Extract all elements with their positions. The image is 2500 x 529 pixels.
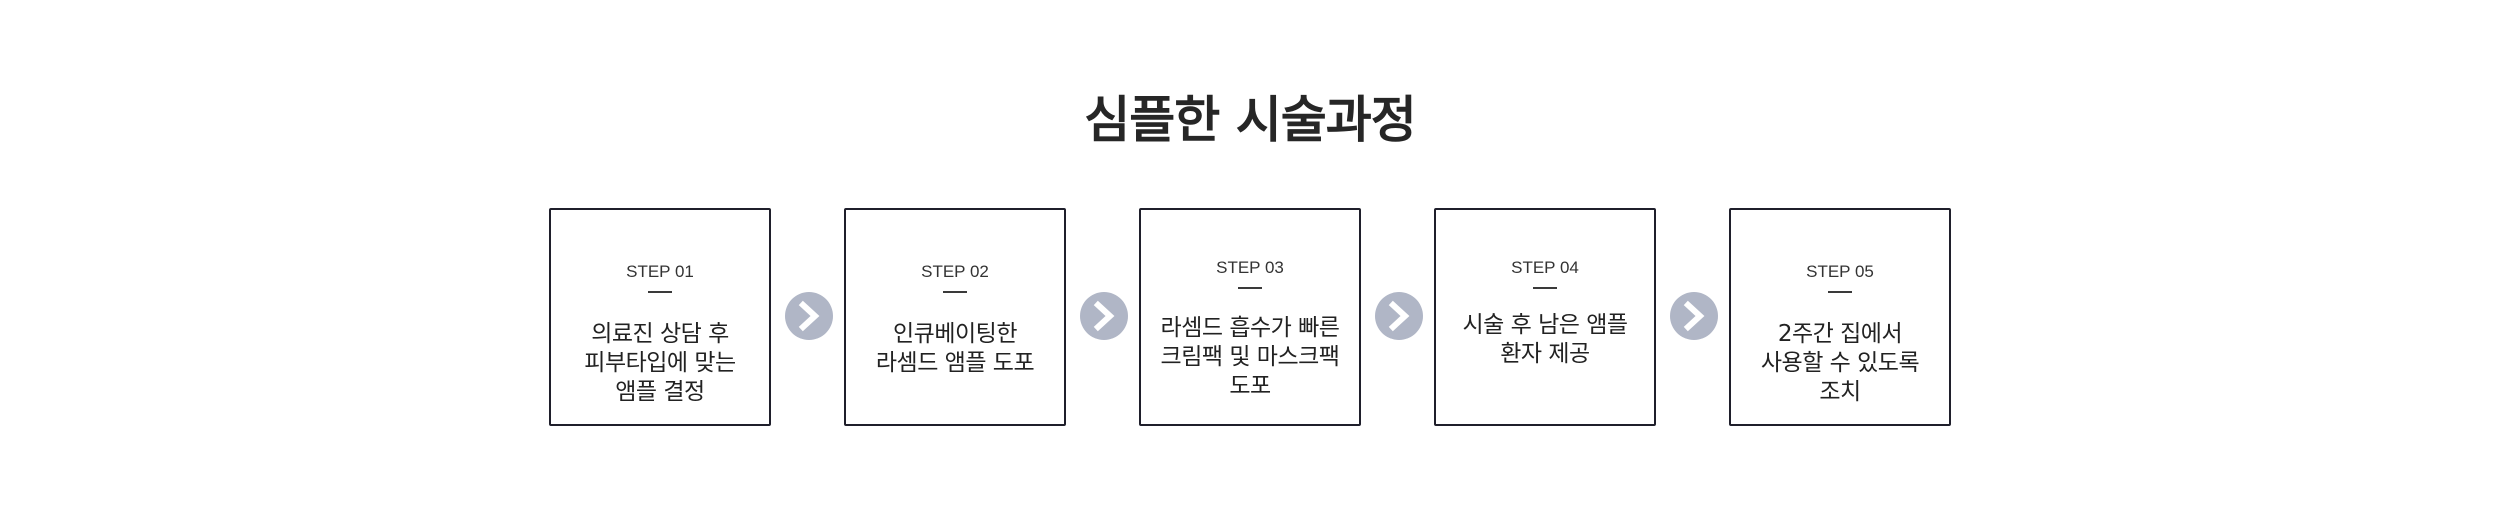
- step-card-1: STEP 01 의료진 상담 후 피부타입에 맞는 앰플 결정: [549, 208, 771, 426]
- step-divider: [648, 291, 672, 293]
- step-description: 시술 후 남은 앰플 환자 제공: [1462, 312, 1628, 367]
- step-divider: [1238, 287, 1262, 289]
- step-description: 인큐베이팅한 라셈드 앰플 도포: [875, 321, 1035, 376]
- step-label: STEP 03: [1216, 258, 1284, 277]
- step-divider: [1533, 287, 1557, 289]
- step-card-4: STEP 04 시술 후 남은 앰플 환자 제공: [1434, 208, 1656, 426]
- page-title: 심플한 시술과정: [1084, 91, 1416, 149]
- step-description: 라셈드 흡수가 빠른 크림팩 및 마스크팩 도포: [1160, 315, 1340, 399]
- chevron-right-icon: [1375, 292, 1423, 340]
- chevron-right-icon: [1080, 292, 1128, 340]
- chevron-right-icon: [785, 292, 833, 340]
- step-label: STEP 04: [1511, 258, 1579, 277]
- step-divider: [1828, 291, 1852, 293]
- step-card-3: STEP 03 라셈드 흡수가 빠른 크림팩 및 마스크팩 도포: [1139, 208, 1361, 426]
- step-description: 2주간 집에서 사용할 수 있도록 조치: [1760, 321, 1920, 405]
- step-divider: [943, 291, 967, 293]
- step-label: STEP 02: [921, 262, 989, 281]
- step-label: STEP 01: [626, 262, 694, 281]
- step-card-5: STEP 05 2주간 집에서 사용할 수 있도록 조치: [1729, 208, 1951, 426]
- chevron-right-icon: [1670, 292, 1718, 340]
- process-steps: STEP 01 의료진 상담 후 피부타입에 맞는 앰플 결정 STEP 02 …: [549, 208, 1951, 430]
- step-description: 의료진 상담 후 피부타입에 맞는 앰플 결정: [584, 321, 736, 405]
- step-label: STEP 05: [1806, 262, 1874, 281]
- step-card-2: STEP 02 인큐베이팅한 라셈드 앰플 도포: [844, 208, 1066, 426]
